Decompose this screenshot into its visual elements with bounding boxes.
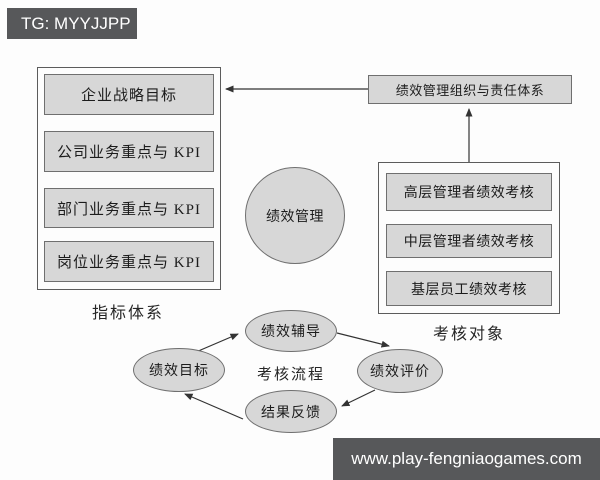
box-position-kpi: 岗位业务重点与 KPI: [44, 241, 214, 282]
assessment-targets-label: 考核对象: [432, 326, 505, 343]
performance-management-circle: 绩效管理: [245, 167, 345, 264]
box-company-kpi: 公司业务重点与 KPI: [44, 131, 214, 172]
process-node-coaching: 绩效辅导: [245, 310, 337, 352]
box-department-kpi: 部门业务重点与 KPI: [44, 188, 214, 228]
site-watermark-label: www.play-fengniaogames.com: [351, 449, 582, 468]
tg-watermark-bar: TG: MYYJJPP: [7, 8, 137, 39]
box-frontline-employees: 基层员工绩效考核: [386, 271, 552, 306]
tg-watermark-label: TG: MYYJJPP: [21, 13, 131, 33]
site-watermark-bar: www.play-fengniaogames.com: [333, 438, 600, 480]
org-responsibility-box: 绩效管理组织与责任体系: [368, 75, 572, 104]
box-senior-managers: 高层管理者绩效考核: [386, 173, 552, 211]
assessment-process-label: 考核流程: [256, 367, 325, 383]
process-node-evaluation: 绩效评价: [357, 349, 443, 393]
process-node-goals: 绩效目标: [133, 348, 225, 392]
box-middle-managers: 中层管理者绩效考核: [386, 224, 552, 258]
box-corporate-strategy: 企业战略目标: [44, 74, 214, 115]
indicator-system-label: 指标体系: [91, 305, 164, 322]
process-node-feedback: 结果反馈: [245, 390, 337, 433]
